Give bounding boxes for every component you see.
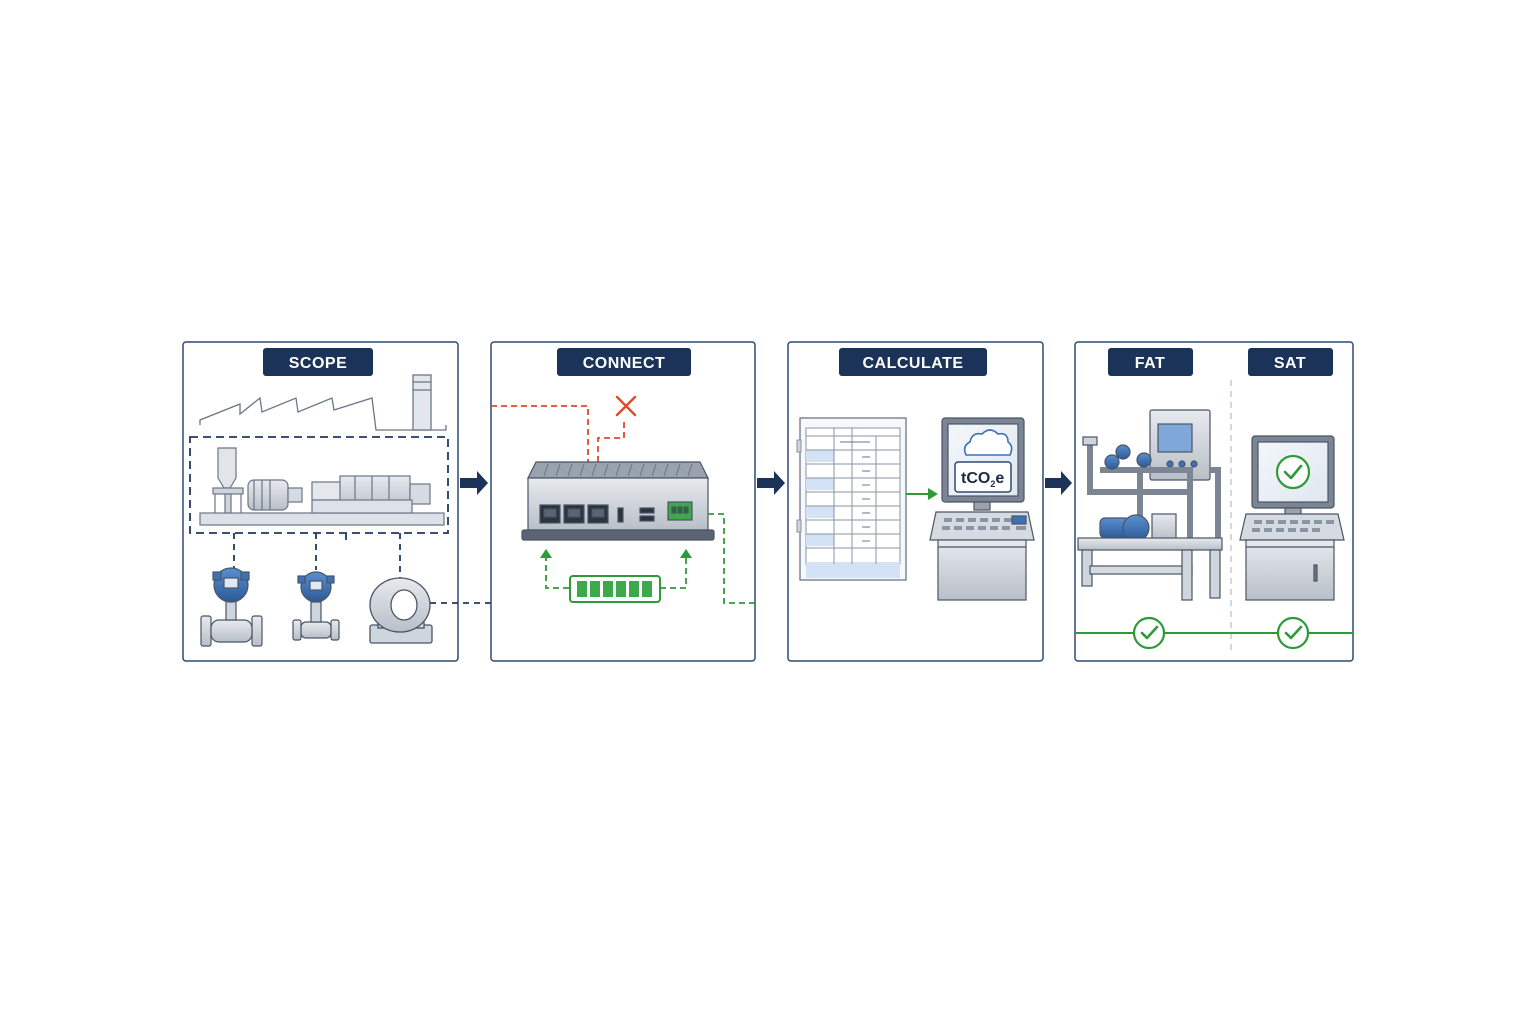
current-transformer-icon bbox=[369, 577, 433, 644]
spreadsheet-icon bbox=[796, 417, 907, 581]
scope-boundary bbox=[189, 436, 449, 534]
panel-connect: CONNECT bbox=[490, 341, 756, 662]
factory-icon bbox=[199, 374, 447, 431]
failed-link-line bbox=[491, 405, 625, 462]
stage-badge-fat: FAT bbox=[1108, 348, 1193, 376]
stage-badge-scope: SCOPE bbox=[263, 348, 373, 376]
panel-fat-sat: FAT SAT bbox=[1074, 341, 1354, 662]
flow-arrow bbox=[757, 471, 785, 495]
stage-badge-connect: CONNECT bbox=[557, 348, 691, 376]
flowmeter-icon bbox=[200, 567, 263, 647]
buffer-link-lines bbox=[545, 513, 755, 604]
emission-unit: tCO2e bbox=[961, 470, 1004, 489]
emission-badge bbox=[954, 461, 1012, 493]
panel-calculate: CALCULATE bbox=[787, 341, 1044, 662]
flow-arrow bbox=[1045, 471, 1072, 495]
machinery-icon bbox=[199, 447, 445, 526]
edge-gateway-icon bbox=[521, 461, 715, 541]
battery-buffer-icon bbox=[569, 575, 661, 603]
check-icon bbox=[1132, 616, 1166, 650]
test-bench-icon bbox=[1077, 409, 1223, 601]
stage-label-sat: SAT bbox=[1274, 355, 1306, 372]
error-x-icon bbox=[615, 395, 637, 417]
panel-scope: SCOPE bbox=[182, 341, 510, 662]
stage-badge-sat: SAT bbox=[1248, 348, 1333, 376]
stage-label-calculate: CALCULATE bbox=[862, 355, 963, 372]
stage-label-fat: FAT bbox=[1135, 355, 1166, 372]
check-icon bbox=[1275, 454, 1311, 490]
stage-label-scope: SCOPE bbox=[289, 355, 348, 372]
stage-badge-calculate: CALCULATE bbox=[839, 348, 987, 376]
check-icon bbox=[1276, 616, 1310, 650]
stage-label-connect: CONNECT bbox=[583, 355, 666, 372]
flowmeter-icon bbox=[292, 571, 340, 641]
cloud-icon bbox=[963, 429, 1013, 456]
flow-arrow bbox=[460, 471, 488, 495]
